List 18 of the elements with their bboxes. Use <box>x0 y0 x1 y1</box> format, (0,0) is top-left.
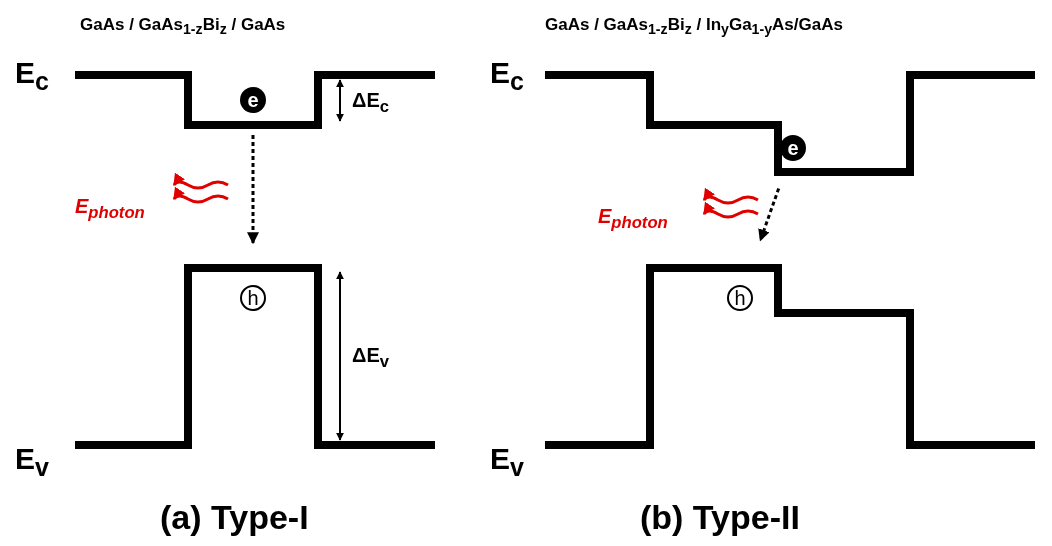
photon-energy-label: E$_{photon}$ <box>75 196 145 222</box>
panel-caption: (a) Type-I <box>160 500 309 534</box>
electron-circle: e <box>240 87 266 113</box>
hole-circle: h <box>727 285 753 311</box>
energy-level-label: E$_{c}$ <box>490 58 524 94</box>
panel-caption: (b) Type-II <box>640 500 800 534</box>
hole-circle: h <box>240 285 266 311</box>
energy-level-label: E$_{v}$ <box>15 444 49 480</box>
photon-energy-label: E$_{photon}$ <box>598 206 668 232</box>
transition-arrow <box>758 188 781 242</box>
energy-level-label: ΔE$_{c}$ <box>352 90 389 116</box>
energy-level-label: ΔE$_{v}$ <box>352 345 389 371</box>
layer-structure-title: GaAs / GaAs$_{1-z}$Bi$_{z}$ / In$_{y}$Ga$_{1-y}$As/GaAs <box>545 16 843 37</box>
energy-level-label: E$_{c}$ <box>15 58 49 94</box>
layer-structure-title: GaAs / GaAs$_{1-z}$Bi$_{z}$ / GaAs <box>80 16 286 37</box>
transition-arrow <box>247 135 259 245</box>
energy-level-label: E$_{v}$ <box>490 444 524 480</box>
electron-circle: e <box>780 135 806 161</box>
